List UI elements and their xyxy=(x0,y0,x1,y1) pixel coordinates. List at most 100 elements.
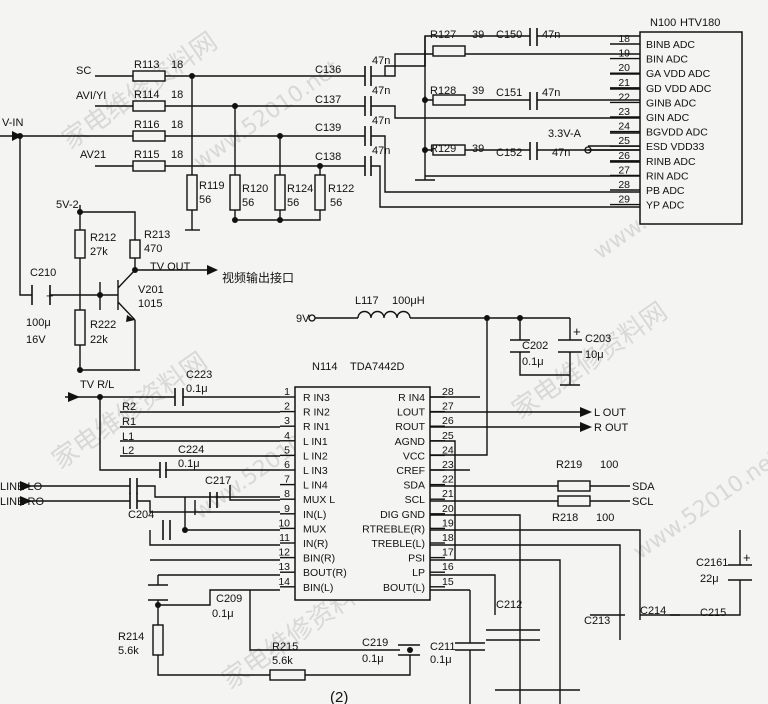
r222-ref: R222 xyxy=(90,319,116,331)
htv180-pin-number: 25 xyxy=(618,135,630,147)
supply-capacitors xyxy=(510,339,582,353)
c217-ref: C217 xyxy=(205,475,231,487)
transistor-emitter-arrow xyxy=(126,315,135,322)
tda7442-pin-name: VCC xyxy=(403,450,426,462)
sda-label: SDA xyxy=(632,481,655,493)
l117-value: 100μH xyxy=(392,295,425,307)
tda7442-pin-number: 6 xyxy=(284,459,290,471)
tda7442-pin-name: RTREBLE(R) xyxy=(362,523,425,535)
tda7442-pin-number: 14 xyxy=(278,576,290,588)
r218-ref: R218 xyxy=(552,512,578,524)
component-labels: SC AVI/YI V-IN AV21 R113 18 R114 18 R116… xyxy=(0,17,751,704)
line-lo-arrow xyxy=(20,481,32,491)
tda7442-pin-number: 28 xyxy=(442,386,454,398)
tda7442-pin-number: 3 xyxy=(284,415,290,427)
r214-ref: R214 xyxy=(118,631,144,643)
c138-value: 47n xyxy=(372,145,390,157)
supply-wiring xyxy=(315,310,580,456)
c204-ref: C204 xyxy=(128,509,154,521)
tda7442-pin-number: 8 xyxy=(284,488,290,500)
c202-value: 0.1μ xyxy=(522,356,544,368)
c223-ref: C223 xyxy=(186,369,212,381)
c224-ref: C224 xyxy=(178,444,204,456)
c151-ref: C151 xyxy=(496,87,522,99)
c210-value: 100μ xyxy=(26,317,51,329)
tda7442-pin-name: L IN4 xyxy=(303,480,328,492)
tda7442-pin-name: LOUT xyxy=(397,407,426,419)
tda7442-pin-name: R IN1 xyxy=(303,421,330,433)
r129-value: 39 xyxy=(472,143,484,155)
c209-ref: C209 xyxy=(216,593,242,605)
c209-value: 0.1μ xyxy=(212,608,234,620)
tda7442-pin-name: BOUT(L) xyxy=(383,582,425,594)
htv180-pin-name: BIN ADC xyxy=(646,54,688,66)
c213-ref: C213 xyxy=(584,615,610,627)
c223-value: 0.1μ xyxy=(186,383,208,395)
tda7442-pin-name: IN(R) xyxy=(303,538,328,550)
htv180-pin-number: 27 xyxy=(618,164,630,176)
r215-value: 5.6k xyxy=(272,655,293,667)
c203-plus: + xyxy=(573,324,581,339)
r115-ref: R115 xyxy=(134,149,159,161)
l117-ref: L117 xyxy=(355,295,379,307)
tda7442-pin-number: 15 xyxy=(442,576,454,588)
n114-ref: N114 xyxy=(312,361,337,373)
r124-ref: R124 xyxy=(287,183,313,195)
htv180-pin-name: RIN ADC xyxy=(646,170,689,182)
r127-value: 39 xyxy=(472,29,484,41)
c136-ref: C136 xyxy=(315,64,341,76)
tda7442-pin-name: IN(L) xyxy=(303,509,326,521)
l-out-arrow xyxy=(580,407,592,417)
c212-ref: C212 xyxy=(496,599,522,611)
r213-value: 470 xyxy=(144,243,162,255)
c202-ref: C202 xyxy=(522,340,548,352)
c210-voltage: 16V xyxy=(26,334,46,346)
tda7442-pin-number: 4 xyxy=(284,430,290,442)
r-out-arrow xyxy=(580,422,592,432)
htv180-pin-number: 23 xyxy=(618,106,630,118)
r-out-label: R OUT xyxy=(594,422,629,434)
c137-ref: C137 xyxy=(315,94,341,106)
c136-value: 47n xyxy=(372,55,390,67)
htv180-pin-number: 29 xyxy=(618,194,630,206)
tda7442-pin-name: TREBLE(L) xyxy=(371,538,425,550)
c152-value: 47n xyxy=(552,147,570,159)
tda7442-pin-name: MUX xyxy=(303,523,326,535)
c150-ref: C150 xyxy=(496,29,522,41)
r127-ref: R127 xyxy=(430,29,456,41)
tda7442-pin-name: L IN2 xyxy=(303,450,328,462)
3v3a-label: 3.3V-A xyxy=(548,128,582,140)
htv180-chip xyxy=(639,31,743,225)
sc-label: SC xyxy=(76,65,91,77)
htv180-pin-number: 21 xyxy=(618,77,630,89)
tda7442-pin-name: MUX L xyxy=(303,494,335,506)
tda7442-pin-name: LP xyxy=(412,567,425,579)
tda7442-pin-number: 23 xyxy=(442,459,454,471)
htv180-pin-number: 28 xyxy=(618,179,630,191)
9v-label: 9V xyxy=(296,313,310,325)
l-out-label: L OUT xyxy=(594,407,626,419)
htv180-pin-number: 20 xyxy=(618,62,630,74)
tda7442-pin-name: CREF xyxy=(396,465,425,477)
htv180-pin-number: 18 xyxy=(618,33,630,45)
r219-value: 100 xyxy=(600,459,618,471)
video-output-port-label: 视频输出接口 xyxy=(222,270,294,285)
figure-number: (2) xyxy=(330,689,348,704)
tda7442-pin-number: 13 xyxy=(278,561,290,573)
r119-value: 56 xyxy=(199,194,211,206)
tda7442-pin-name: R IN4 xyxy=(398,392,425,404)
tda7442-pin-number: 24 xyxy=(442,444,454,456)
c2161-plus: + xyxy=(743,550,751,565)
tda7442-pin-name: SDA xyxy=(403,480,425,492)
l1-label: L1 xyxy=(122,431,134,443)
tda7442-pin-number: 10 xyxy=(278,517,290,529)
r122-value: 56 xyxy=(330,197,342,209)
htv180-pin-name: BINB ADC xyxy=(646,39,695,51)
c210-ref: C210 xyxy=(30,267,56,279)
c215-ref: C215 xyxy=(700,607,726,619)
tda7442-pin-name: R IN3 xyxy=(303,392,330,404)
tda7442-pin-name: BIN(R) xyxy=(303,553,335,565)
c138-ref: C138 xyxy=(315,151,341,163)
htv180-pin-name: YP ADC xyxy=(646,200,685,212)
